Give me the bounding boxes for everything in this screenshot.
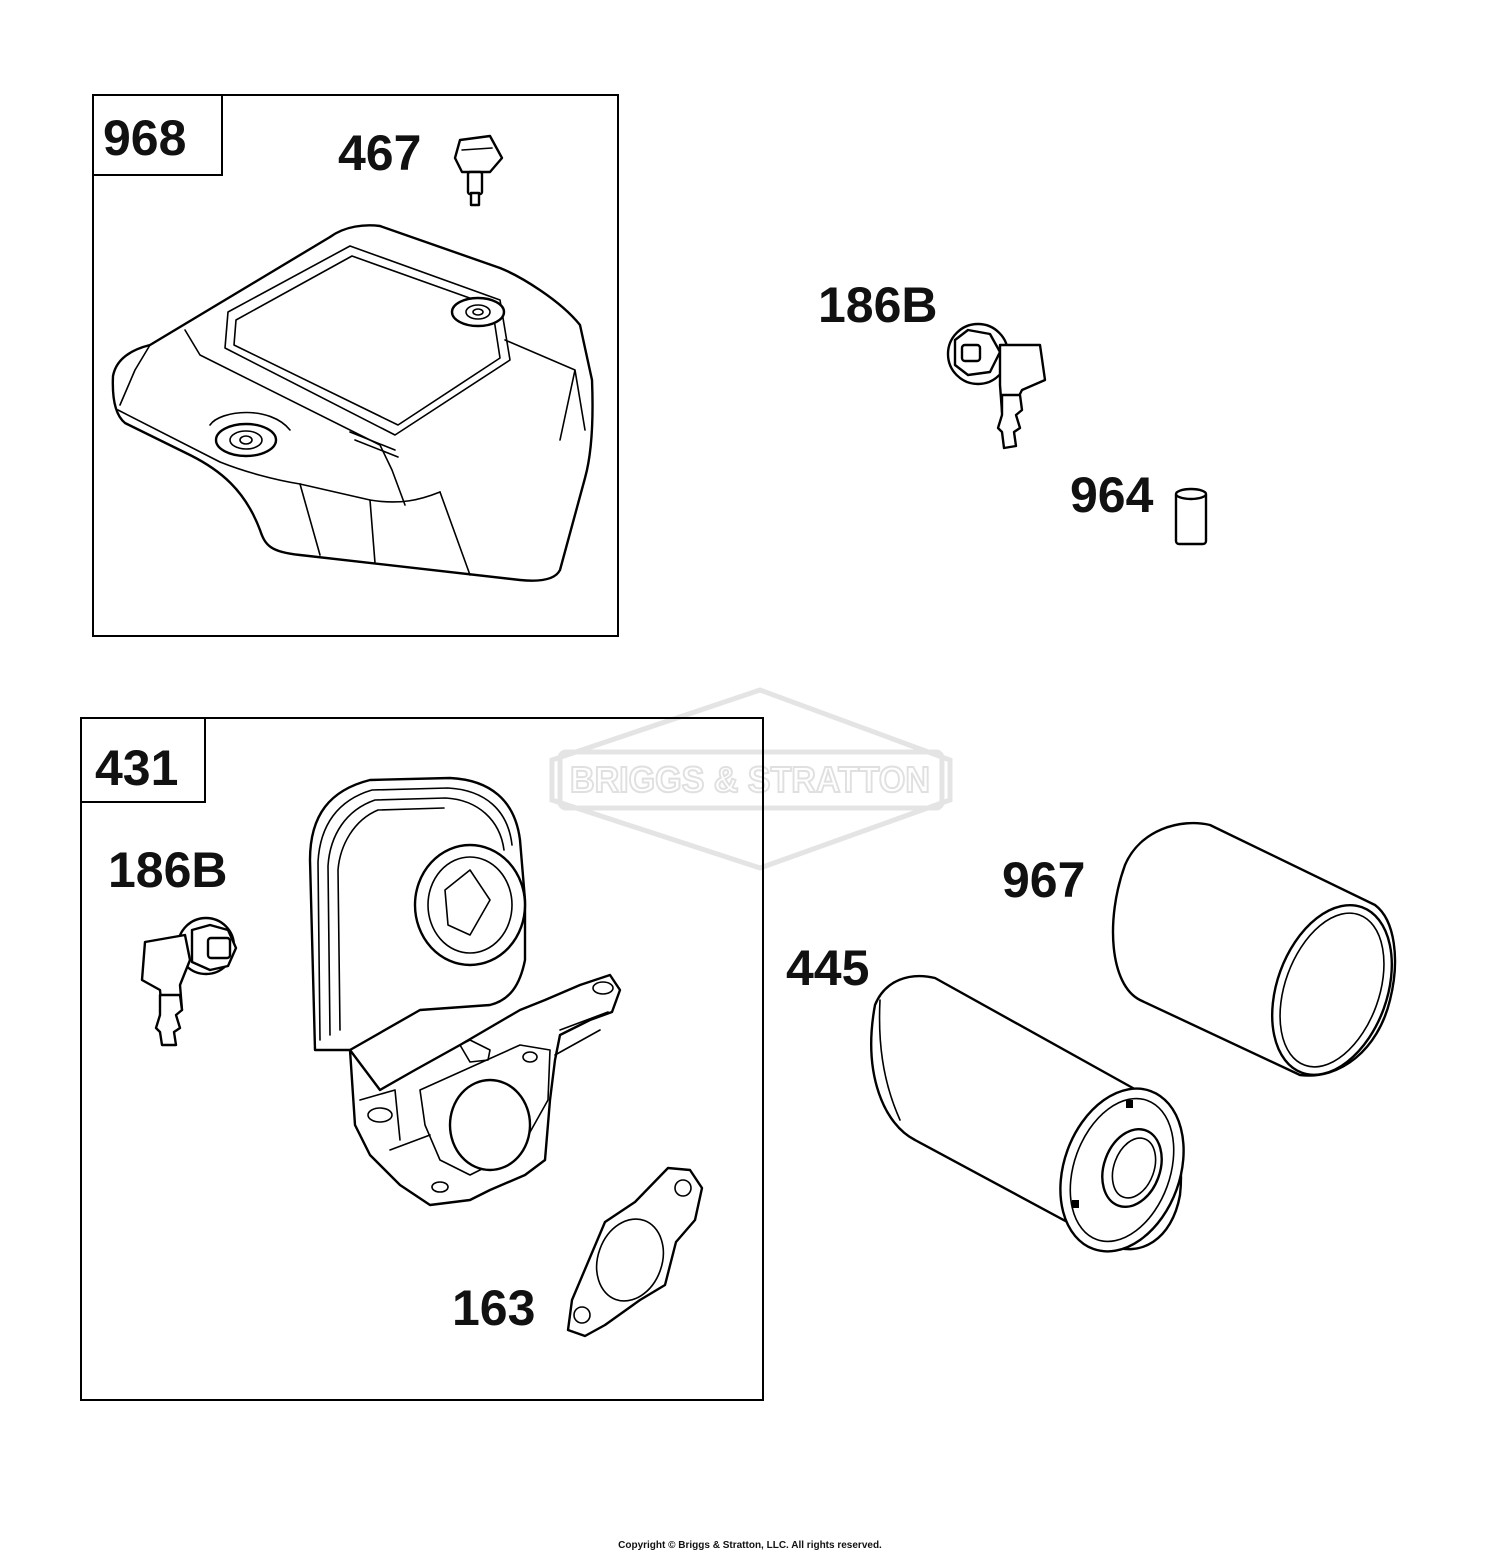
watermark-text: BRIGGS & STRATTON — [570, 759, 930, 800]
part-445-label: 445 — [786, 940, 869, 996]
knob-467-drawing — [453, 134, 504, 207]
part-186b-top-label: 186B — [818, 277, 938, 333]
kit-968-label: 968 — [103, 110, 186, 166]
precleaner-967-drawing — [1111, 821, 1397, 1077]
part-163-label: 163 — [452, 1280, 535, 1336]
copyright-notice: Copyright © Briggs & Stratton, LLC. All … — [618, 1540, 882, 1551]
part-186b-kit-label: 186B — [108, 842, 228, 898]
fitting-186b-top-drawing — [946, 322, 1047, 450]
kit-968-group: 968 467 — [92, 94, 619, 637]
kit-968-frame — [92, 94, 619, 637]
brand-watermark: BRIGGS & STRATTON — [549, 687, 953, 871]
part-967-label: 967 — [1002, 852, 1085, 908]
kit-431-label: 431 — [95, 740, 178, 796]
kit-431-label-box — [80, 717, 206, 803]
sleeve-964-drawing — [1174, 487, 1208, 546]
filter-445-drawing — [870, 974, 1185, 1253]
air-cleaner-base-drawing — [308, 776, 622, 1207]
part-467-label: 467 — [338, 125, 421, 181]
fitting-186b-kit-drawing — [140, 916, 238, 1047]
kit-431-frame — [80, 717, 764, 1401]
kit-431-group: 431 186B — [80, 717, 764, 1401]
gasket-163-drawing — [566, 1166, 704, 1338]
kit-968-label-box — [92, 94, 223, 176]
blower-cover-drawing — [111, 224, 594, 582]
part-964-label: 964 — [1070, 467, 1154, 523]
